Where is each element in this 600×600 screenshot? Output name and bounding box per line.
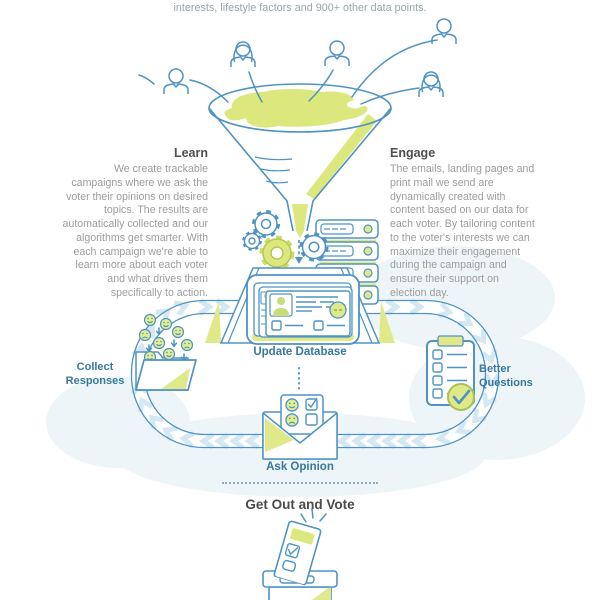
gear-icon [242,231,262,251]
ballot-icon [273,520,322,586]
voter-person-icon [230,41,256,68]
voter-person-icon [324,40,350,67]
funnel-level-lines [254,156,293,184]
funnel-stream [306,114,377,199]
clipboard-icon [426,335,475,411]
sparkle-icon [300,508,327,523]
gear-icon [252,210,280,238]
voter-swoosh-lines [138,39,438,105]
voter-person-icon [418,71,444,98]
dotted-divider [222,482,378,484]
voter-person-icon [163,68,189,95]
check-circle-icon [447,383,475,411]
ballot-box-icon [262,508,338,600]
gear-icon [299,232,329,262]
cycle-loop [132,299,499,447]
folder-icon [135,313,197,391]
database-cards-icon [205,267,395,345]
envelope-icon [262,394,338,460]
gear-icon-green [259,235,295,271]
avatar [273,297,289,316]
survey-card-icon [280,394,324,435]
funnel-icon [208,83,392,238]
dashed-arrow-icon [295,240,303,264]
badge [329,301,347,319]
